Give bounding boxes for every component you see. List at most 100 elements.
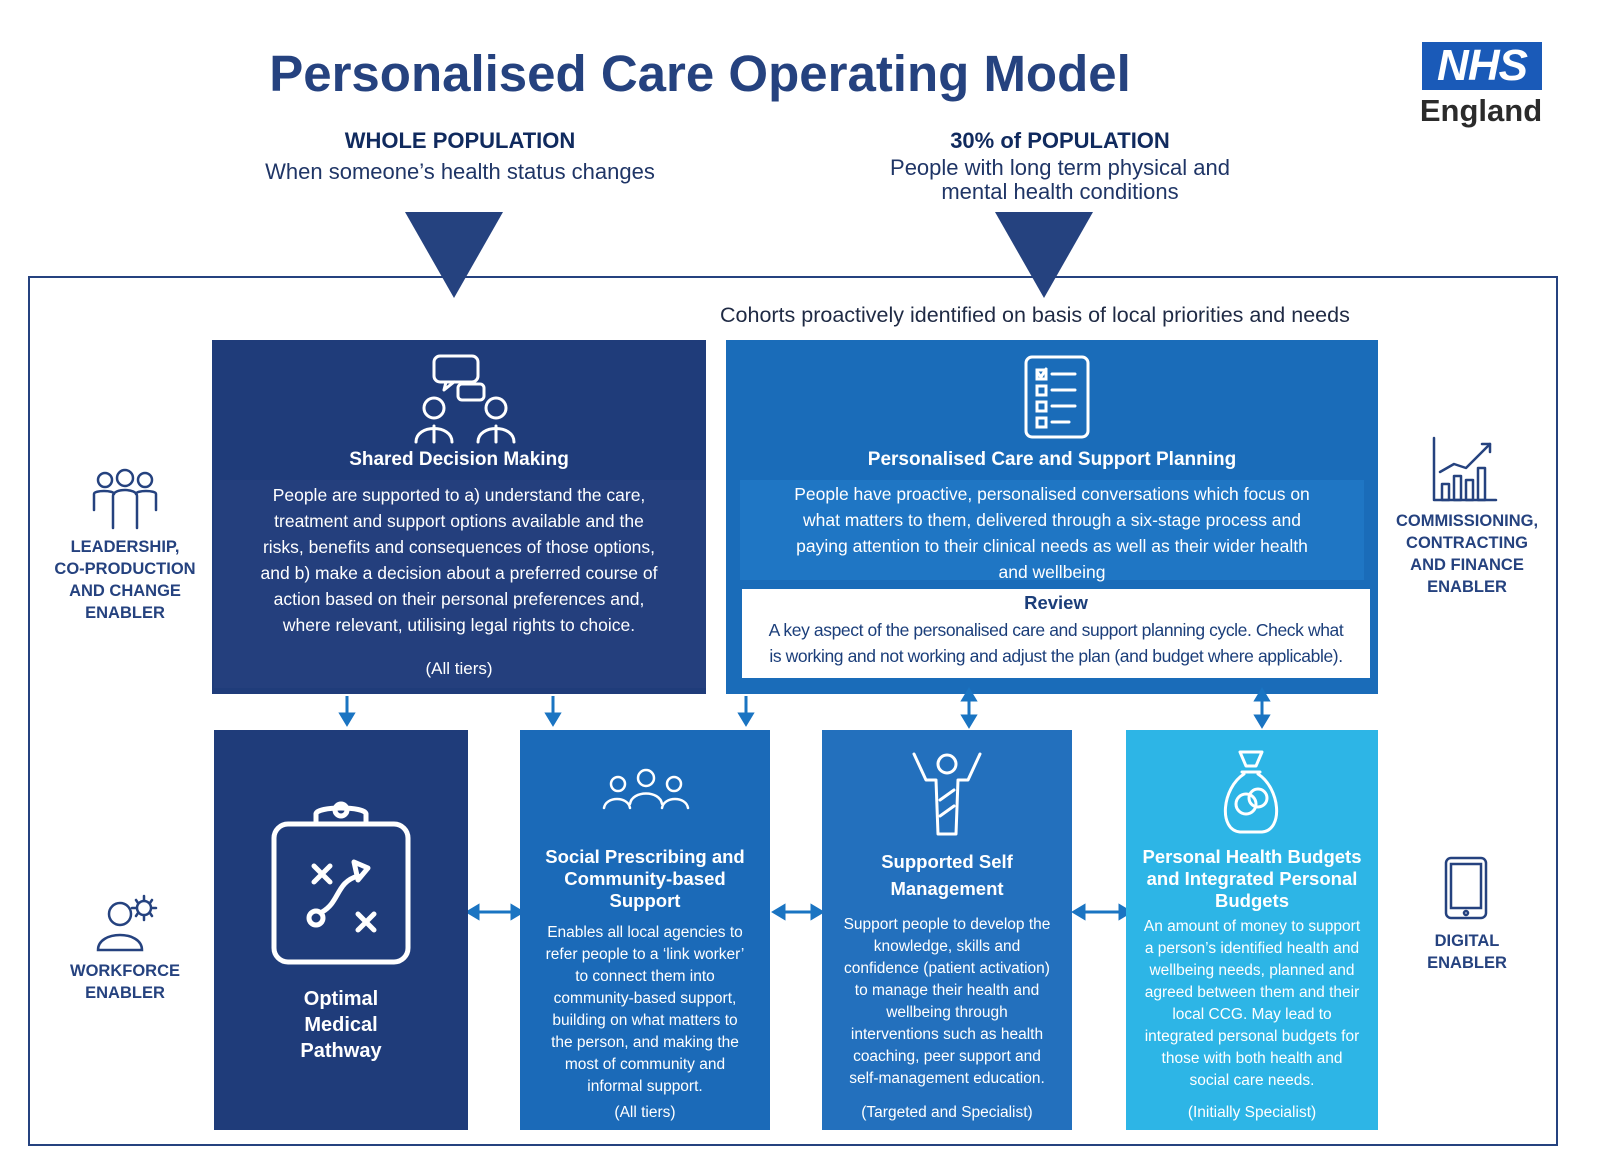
enabler-line: COMMISSIONING, [1395,512,1539,530]
column-text-line: most of community and [564,1056,726,1073]
care-planning-title: Personalised Care and Support Planning [867,449,1237,470]
column-text-line: Support people to develop the [843,916,1051,933]
shared-decision-tier: (All tiers) [425,659,493,678]
column-text-line: self-management education. [849,1070,1045,1087]
model-frame [28,276,1558,1146]
social-prescribing-tier: (All tiers) [614,1104,676,1121]
care-planning-line: what matters to them, delivered through … [802,510,1302,530]
bar-chart-growth-icon [1432,436,1498,502]
column-text-line: interventions such as health [850,1026,1044,1043]
care-planning-description: People have proactive, personalised conv… [736,481,1368,585]
column-text-line: social care needs. [1189,1072,1315,1089]
enabler-line: ENABLER [1427,954,1507,972]
column-text-line: local CCG. May lead to [1172,1006,1332,1023]
column-title-line: Optimal [303,988,379,1010]
column-text-line: wellbeing needs, planned and [1149,962,1355,979]
down-arrow-whole-population [405,212,503,298]
shared-decision-line: treatment and support options available … [274,511,644,531]
column-title-line: and Integrated Personal [1146,868,1358,889]
column-text-line: community-based support, [553,990,737,1007]
care-planning-line: and wellbeing [998,562,1106,582]
column-title-line: Personal Health Budgets [1142,846,1362,867]
column-text-line: coaching, peer support and [853,1048,1041,1065]
shared-decision-line: risks, benefits and consequences of thos… [262,537,656,557]
social-prescribing-description: Enables all local agencies to refer peop… [528,922,762,1098]
personal-health-budgets-title: Personal Health Budgets and Integrated P… [1126,846,1378,912]
thirty-percent-heading: 30% of POPULATION [950,128,1170,153]
enabler-line: ENABLER [85,604,165,622]
shared-decision-title: Shared Decision Making [349,449,569,470]
column-text-line: refer people to a ‘link worker’ [545,946,745,963]
column-text-line: informal support. [587,1078,703,1095]
supported-self-management-description: Support people to develop the knowledge,… [830,914,1064,1090]
column-text-line: agreed between them and their [1144,984,1360,1001]
shared-decision-line: where relevant, utilising legal rights t… [282,615,636,635]
cohorts-note: Cohorts proactively identified on basis … [720,303,1350,327]
supported-self-management-tier: (Targeted and Specialist) [861,1104,1033,1121]
shared-decision-description: People are supported to a) understand th… [222,482,696,638]
column-text-line: knowledge, skills and [873,938,1021,955]
supported-self-management-panel: Supported Self Management Support people… [822,730,1072,1130]
enabler-line: CONTRACTING [1406,534,1528,552]
column-title-line: Community-based [564,868,726,889]
shared-decision-body [214,480,706,688]
checklist-icon [1024,355,1090,439]
community-group-icon [602,768,690,810]
review-description: A key aspect of the personalised care an… [746,617,1366,669]
review-box: Review A key aspect of the personalised … [742,589,1370,678]
care-planning-line: paying attention to their clinical needs… [796,536,1308,556]
column-text-line: a person’s identified health and [1144,940,1360,957]
column-text-line: An amount of money to support [1143,918,1361,935]
column-title-line: Social Prescribing and [545,846,745,867]
social-prescribing-panel: Social Prescribing and Community-based S… [520,730,770,1130]
enabler-line: WORKFORCE [70,962,180,980]
down-arrow-thirty-percent [995,212,1093,298]
column-title-line: Management [890,878,1004,899]
enabler-line: AND CHANGE [69,582,181,600]
person-arms-raised-icon [912,752,982,836]
social-prescribing-title: Social Prescribing and Community-based S… [520,846,770,912]
people-group-icon [92,468,158,530]
shared-decision-making-panel: Shared Decision Making People are suppor… [212,340,706,694]
whole-population-subtitle: When someone’s health status changes [265,159,655,184]
column-text-line: Enables all local agencies to [547,924,743,941]
thirty-percent-subtitle-line2: mental health conditions [941,179,1179,204]
optimal-medical-pathway-panel: Optimal Medical Pathway [214,730,468,1130]
review-line: A key aspect of the personalised care an… [768,620,1344,640]
column-title-line: Pathway [300,1040,382,1062]
column-text-line: to manage their health and [854,982,1040,999]
shared-decision-line: and b) make a decision about a preferred… [260,563,658,583]
enabler-line: ENABLER [1427,578,1507,596]
commissioning-enabler-label: COMMISSIONING, CONTRACTING AND FINANCE E… [1378,510,1556,598]
shared-decision-line: People are supported to a) understand th… [272,485,646,505]
shared-decision-line: action based on their personal preferenc… [273,589,645,609]
enabler-line: CO-PRODUCTION [54,560,196,578]
column-text-line: wellbeing through [886,1004,1008,1021]
care-planning-line: People have proactive, personalised conv… [794,484,1310,504]
people-conversation-icon [414,354,516,444]
personal-health-budgets-description: An amount of money to support a person’s… [1134,916,1370,1092]
page-title: Personalised Care Operating Model [269,45,1131,102]
clipboard-strategy-icon [271,801,411,965]
money-bag-icon [1224,750,1278,834]
column-title-line: Support [609,890,681,911]
column-text-line: integrated personal budgets for [1144,1028,1360,1045]
optimal-medical-pathway-title: Optimal Medical Pathway [214,986,468,1064]
supported-self-management-title: Supported Self Management [822,848,1072,902]
enabler-line: DIGITAL [1434,932,1500,950]
tablet-icon [1444,856,1488,920]
review-line: is working and not working and adjust th… [769,646,1343,666]
personal-health-budgets-tier: (Initially Specialist) [1187,1104,1317,1121]
leadership-enabler-label: LEADERSHIP, CO-PRODUCTION AND CHANGE ENA… [40,536,210,624]
column-title-line: Supported Self [881,851,1013,872]
column-text-line: to connect them into [575,968,715,985]
review-title: Review [1024,592,1088,613]
enabler-line: ENABLER [85,984,165,1002]
column-text-line: confidence (patient activation) [844,960,1050,977]
digital-enabler-label: DIGITAL ENABLER [1392,930,1542,974]
column-text-line: those with both health and [1161,1050,1343,1067]
person-gear-icon [96,894,158,952]
personal-health-budgets-panel: Personal Health Budgets and Integrated P… [1126,730,1378,1130]
column-text-line: building on what matters to [552,1012,738,1029]
